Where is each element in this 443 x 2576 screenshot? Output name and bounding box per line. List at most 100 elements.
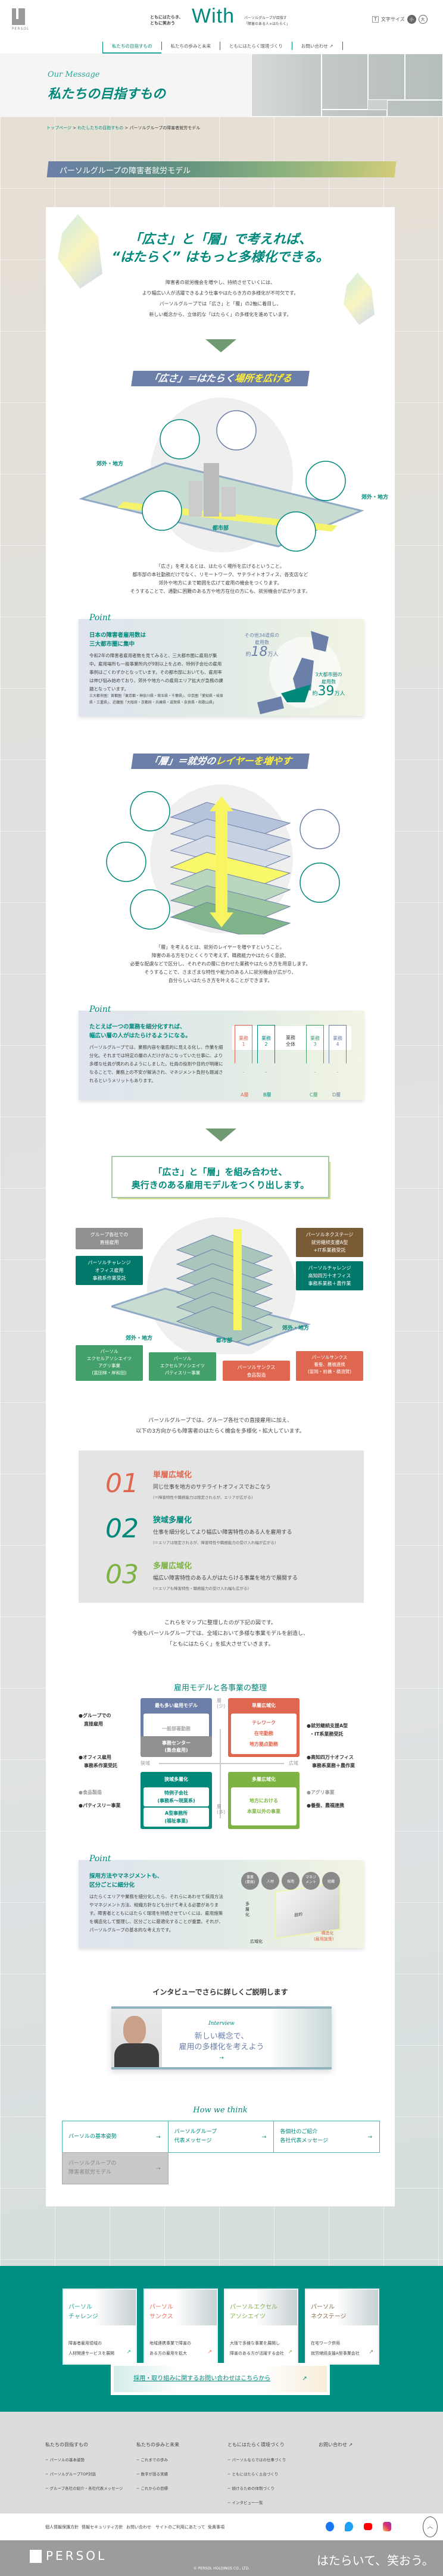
footer-link[interactable]: − インタビュー一覧 [227, 2500, 263, 2505]
point-label: Point [89, 613, 111, 623]
right-note: ●就労継続支援A型・IT系業務受託 [307, 1722, 348, 1739]
axis-struct-label: 構造化(雇用施策) [314, 1930, 333, 1942]
link-companies[interactable]: 各個社のご紹介 各社代表メッセージ→ [273, 2121, 380, 2153]
footer-link[interactable]: − 続けるための体制づくり [227, 2486, 275, 2491]
text-line: 「ともにはたらく」を拡大させていきます。 [167, 1642, 274, 1647]
breadcrumb-top[interactable]: トップページ [46, 126, 71, 130]
how-we-think-links: パーソルの基本姿勢→ パーソルグループ 代表メッセージ→ 各個社のご紹介 各社代… [62, 2121, 380, 2184]
matrix-title: 雇用モデルと各事業の整理 [173, 1684, 267, 1693]
nav-history[interactable]: 私たちの歩みと未来 [161, 42, 220, 50]
footer-link[interactable]: − パーソルならではの仕事づくり [227, 2458, 286, 2462]
footer-col: ともにはたらく環境づくり − パーソルならではの仕事づくり − ともにはたらく土台づ… [227, 2441, 286, 2505]
company-card-challenge[interactable]: パーソル チャレンジ障害者雇用領域の 人材関連サービスを展開↗ [63, 2289, 137, 2365]
layer-plate [176, 1306, 273, 1343]
box-patisserie: パーソル エクセルアソシエイツ パティスリー事業 [149, 1352, 216, 1381]
band-highlight: レイヤーを増やす [214, 755, 293, 767]
footer-bottom: PERSOL はたらいて、笑おう。 © PERSOL HOLDINGS CO.,… [0, 2540, 443, 2576]
interview-tag: Interview [208, 2021, 235, 2027]
footer-link[interactable]: − パーソルの基本姿勢 [45, 2458, 85, 2462]
interview-banner[interactable]: Interview 新しい概念で、雇用の多様化を考えよう → [111, 2006, 332, 2069]
point-box-layer: Point たとえば一つの業務を細分化すれば、幅広い層の人がはたらけるようになる… [79, 1005, 364, 1100]
persol-logo-icon[interactable] [12, 8, 25, 25]
contact-link[interactable]: 採用・取り組みに関するお問い合わせはこちらから [133, 2375, 271, 2382]
youtube-icon[interactable] [364, 2523, 372, 2530]
company-card-nextage[interactable]: パーソル ネクステージ在宅ワーク併用 就労継続支援A型事業会社↗ [305, 2289, 379, 2365]
quadrant-multi: 多層広域化地方における本業以外の事業 [228, 1772, 300, 1829]
persol-logo-icon [30, 2550, 42, 2563]
inner-line: 特例子会社 [164, 1790, 188, 1796]
link-basic-stance[interactable]: パーソルの基本姿勢→ [62, 2121, 169, 2153]
font-size-control: T 文字サイズ 小 大 [372, 15, 428, 24]
footer-legal-link[interactable]: サイトのご利用にあたって [155, 2525, 205, 2530]
inner-line: 地方拠点勤務 [249, 1742, 278, 1747]
footer-legal-link[interactable]: 情報セキュリティ方針 [82, 2525, 123, 2530]
inner-line: テレワーク [252, 1720, 276, 1725]
direction-item: 01 単層広域化 同じ仕事を地方のサテライトオフィスでおこなう (＝障害特性や職… [79, 1468, 364, 1510]
layer-plate [170, 902, 291, 934]
factor-circle: 採用 [282, 1872, 300, 1890]
interviewee-photo [111, 2009, 162, 2067]
factor-circles: 事業 (業務) 人材 採用 マネジ メント 組織 [241, 1872, 340, 1890]
font-large-button[interactable]: 大 [418, 15, 428, 24]
footer-link[interactable]: − グループ各社の紹介・各社代表メッセージ [45, 2486, 123, 2491]
hero-subtitle: Our Message [48, 70, 100, 79]
stat-label: その他34道県の [244, 633, 280, 638]
footer-link[interactable]: − 数字が語る実績 [136, 2472, 169, 2477]
facebook-icon[interactable] [326, 2522, 334, 2531]
company-desc: 在宅ワーク併用 就労継続支援A型事業会社 [311, 2341, 360, 2356]
font-small-button[interactable]: 小 [407, 15, 416, 24]
footer-link[interactable]: − これからの目標 [136, 2486, 169, 2491]
footer-legal-link[interactable]: 免責事項 [208, 2525, 224, 2530]
task-tag: 業務 4 [329, 1025, 347, 1073]
footer-link[interactable]: − ともにはたらく土台づくり [227, 2472, 279, 2477]
stat-prefix: 約 [312, 691, 318, 697]
footer-legal-link[interactable]: 個人情報保護方針 [45, 2525, 79, 2530]
link-ceo-message[interactable]: パーソルグループ 代表メッセージ→ [167, 2121, 274, 2153]
box-nextage: パーソルネクステージ 就労継続支援A型 +IT系業務受託 [296, 1228, 363, 1257]
footer-legal-link[interactable]: お問い合わせ [126, 2525, 151, 2530]
direction-desc: 幅広い障害特性のある人がはたらける事業を地方で展開する [153, 1575, 298, 1581]
footer-col: お問い合わせ ↗ [319, 2441, 352, 2448]
instagram-icon[interactable] [383, 2522, 391, 2531]
back-to-top-button[interactable]: ︿ [423, 2516, 438, 2537]
arrow-right-icon: → [156, 2166, 161, 2172]
company-card-excel[interactable]: パーソルエクセル アソシエイツ大阪で多様な事業を展開し 障害のある方が活躍する会… [224, 2289, 298, 2365]
nav-contact[interactable]: お問い合わせ ↗ [291, 42, 343, 50]
nav-our-goal[interactable]: 私たちの目指すもの [102, 42, 161, 54]
footer-link[interactable]: − これまでの歩み [136, 2458, 169, 2462]
link-label: 各個社のご紹介 各社代表メッセージ [280, 2129, 329, 2144]
footer-col-title[interactable]: 私たちの歩みと未来 [136, 2442, 179, 2447]
header: PERSOL ともにはたらき、ともに笑おう With パーソルグループが目指す「… [0, 0, 443, 54]
lead-line: “はたらく” はもっと多様化できる。 [111, 250, 329, 265]
contact-banner[interactable]: 採用・取り組みに関するお問い合わせはこちらから ↗ [111, 2363, 330, 2395]
inner-line: 在宅勤務 [254, 1731, 273, 1736]
note-line: 直接雇用 [84, 1721, 103, 1727]
footer-link[interactable]: − パーソルグループTOP対談 [45, 2472, 96, 2477]
company-photo [94, 2290, 136, 2325]
with-logo[interactable]: With [192, 5, 235, 27]
point-label: Point [89, 1854, 111, 1864]
text-line: 「層」を考えるとは、就労のレイヤーを増やすということ。 [156, 945, 285, 950]
breadcrumb-goal[interactable]: わたしたちの目指すもの [77, 126, 124, 130]
axis-top: 層(少) [217, 1698, 226, 1709]
external-link-icon: ↗ [288, 2349, 292, 2355]
point-note: 三大都市圏：首都圏「東京都・神奈川県・埼玉県・千葉県」、中京圏「愛知県・岐阜県・… [89, 694, 224, 705]
vertical-axis [220, 1729, 221, 1818]
company-card-thanks[interactable]: パーソル サンクス地域連携事業で障害の ある方の雇用を拡大↗ [143, 2289, 218, 2365]
summary: これらをマップに整理したのが下記の図です。今後もパーソルグループでは、全域におい… [46, 1618, 395, 1650]
point-body: パーソルグループでは、業務内容を徹底的に見える化し、作業を細分化。それまでは特定… [89, 1045, 223, 1083]
font-size-label: 文字サイズ [380, 17, 405, 22]
twitter-icon[interactable] [345, 2522, 353, 2531]
quadrant-title: 事務センター [162, 1740, 191, 1746]
arrow-right-icon: → [261, 2134, 267, 2140]
direction-item: 02 狭域多層化 仕事を細分化してより幅広い障害特性のある人を雇用する (＝エリ… [79, 1514, 364, 1555]
link-employment-model-current[interactable]: パーソルグループの 障害者就労モデル→ [62, 2152, 169, 2184]
axis-multi-label: 多層化 [245, 1902, 249, 1917]
nav-environment[interactable]: ともにはたらく環境づくり [220, 42, 292, 50]
footer-col-title[interactable]: 私たちの目指すもの [45, 2442, 88, 2447]
footer-col-title[interactable]: お問い合わせ ↗ [319, 2442, 353, 2447]
note-line: ●オフィス雇用 [79, 1755, 111, 1760]
office-photo [269, 2009, 332, 2067]
footer-col-title[interactable]: ともにはたらく環境づくり [227, 2442, 285, 2447]
title-line: 三大都市圏に集中 [89, 641, 135, 648]
